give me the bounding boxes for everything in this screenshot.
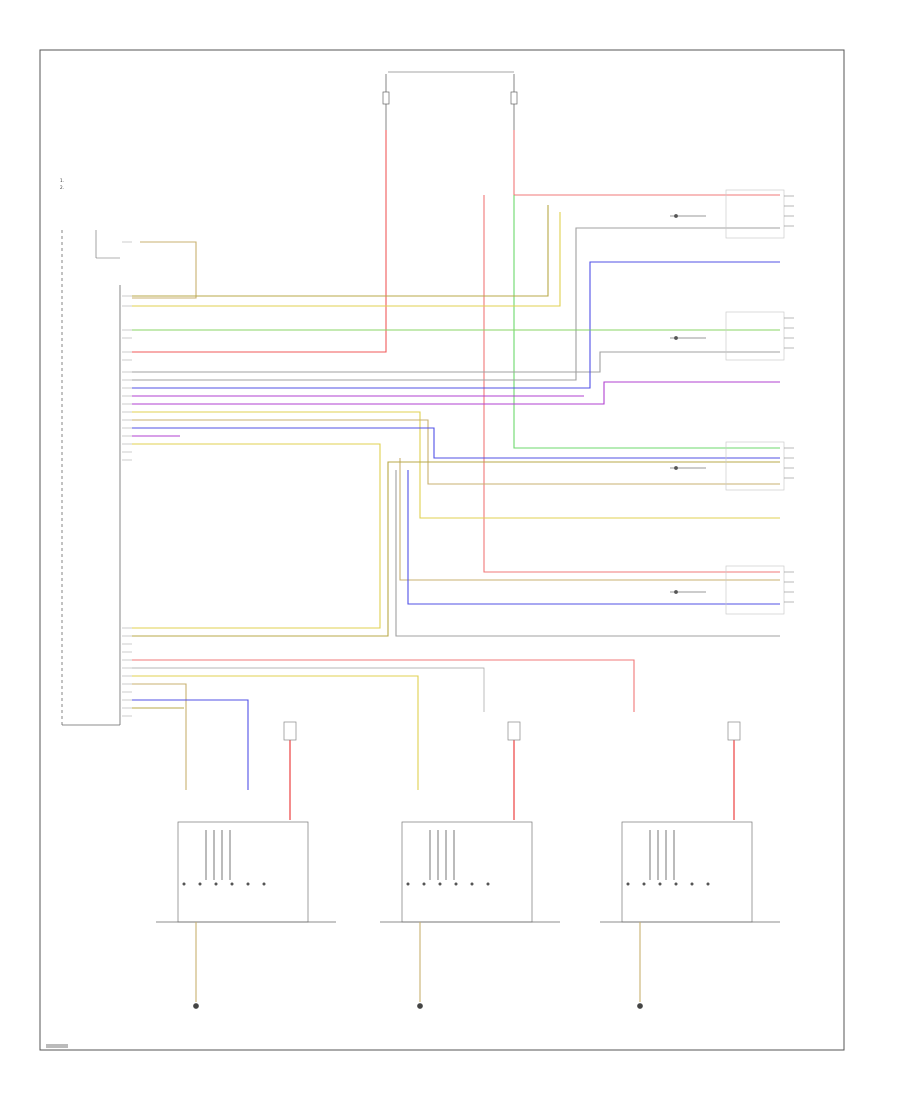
actuator-1-contact-4 bbox=[246, 882, 250, 886]
wire-k bbox=[132, 427, 780, 459]
actuator-3-contact-0 bbox=[626, 882, 630, 886]
actuator-2-contact-3 bbox=[454, 882, 458, 886]
note-2: 2. bbox=[60, 185, 64, 190]
wire-module-loop bbox=[132, 241, 197, 299]
actuator-1-contact-5 bbox=[262, 882, 266, 886]
right-block-2-body bbox=[725, 311, 785, 361]
actuator-1-fuse bbox=[283, 721, 297, 741]
wire-j bbox=[132, 419, 780, 485]
wire-h bbox=[132, 381, 780, 405]
wire-o bbox=[407, 470, 780, 605]
right-block-1-node bbox=[674, 214, 678, 218]
wire-fuse1-feed bbox=[132, 130, 387, 353]
wire-v bbox=[132, 699, 249, 790]
actuator-3 bbox=[600, 721, 780, 1009]
wire-i bbox=[132, 411, 780, 519]
right-block-2-node bbox=[674, 336, 678, 340]
corner-stamp bbox=[46, 1044, 68, 1048]
actuator-2-contact-0 bbox=[406, 882, 410, 886]
actuator-1-contact-3 bbox=[230, 882, 234, 886]
actuator-3-ground-point bbox=[637, 1003, 643, 1009]
actuator-1-contact-2 bbox=[214, 882, 218, 886]
actuator-2-contact-1 bbox=[422, 882, 426, 886]
right-block-3-node bbox=[674, 466, 678, 470]
actuator-3-contact-4 bbox=[690, 882, 694, 886]
wire-p bbox=[395, 470, 780, 637]
wire-b bbox=[132, 212, 561, 307]
actuator-3-contact-3 bbox=[674, 882, 678, 886]
wire-n bbox=[399, 458, 780, 581]
actuator-2-housing bbox=[401, 821, 533, 923]
actuator-1-contact-0 bbox=[182, 882, 186, 886]
wire-fuse2-feed bbox=[513, 130, 780, 196]
actuator-2-contact-5 bbox=[486, 882, 490, 886]
wire-feed-block3 bbox=[513, 195, 780, 449]
wire-r bbox=[132, 659, 635, 712]
actuator-3-contact-5 bbox=[706, 882, 710, 886]
wire-u bbox=[132, 683, 187, 790]
wire-harness bbox=[122, 130, 780, 790]
actuator-2-contact-2 bbox=[438, 882, 442, 886]
actuator-1-contact-1 bbox=[198, 882, 202, 886]
wire-q bbox=[132, 461, 780, 637]
wire-feed-block4 bbox=[483, 195, 780, 573]
wire-d bbox=[132, 351, 780, 373]
wire-s bbox=[132, 667, 485, 712]
right-connectors bbox=[670, 189, 794, 615]
right-block-4-body bbox=[725, 565, 785, 615]
actuator-1-housing bbox=[177, 821, 309, 923]
actuator-3-contact-1 bbox=[642, 882, 646, 886]
right-block-1-body bbox=[725, 189, 785, 239]
fuse-1 bbox=[382, 74, 390, 130]
actuator-2-contact-4 bbox=[470, 882, 474, 886]
actuator-3-contact-2 bbox=[658, 882, 662, 886]
control-module: 1. 2. bbox=[60, 178, 121, 726]
fuse-2 bbox=[510, 74, 518, 130]
diagram-frame bbox=[39, 49, 845, 1051]
actuator-1-ground-point bbox=[193, 1003, 199, 1009]
wire-e bbox=[132, 227, 780, 381]
actuator-2-ground-point bbox=[417, 1003, 423, 1009]
actuator-2-fuse bbox=[507, 721, 521, 741]
actuator-2 bbox=[380, 721, 560, 1009]
actuator-3-fuse bbox=[727, 721, 741, 741]
wire-m bbox=[132, 443, 381, 629]
note-1: 1. bbox=[60, 178, 64, 183]
actuator-group bbox=[156, 721, 780, 1009]
wire-t bbox=[132, 675, 419, 790]
actuator-1 bbox=[156, 721, 336, 1009]
right-block-3-body bbox=[725, 441, 785, 491]
wire-a bbox=[132, 205, 549, 297]
wire-f bbox=[132, 261, 780, 389]
right-block-4-node bbox=[674, 590, 678, 594]
actuator-3-housing bbox=[621, 821, 753, 923]
